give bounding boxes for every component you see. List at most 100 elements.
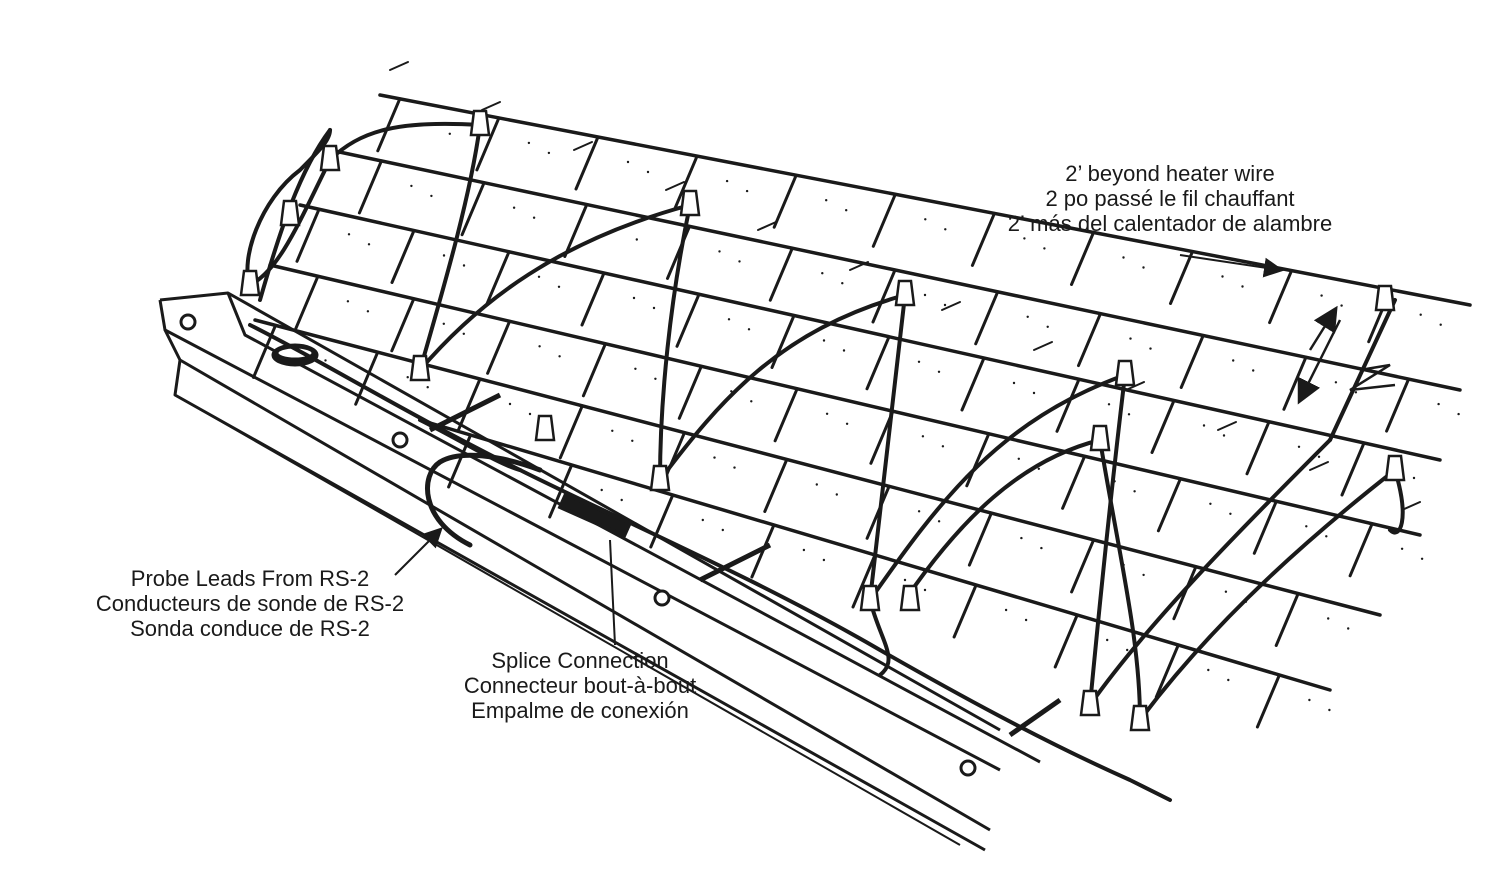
shingle-joint: [1055, 377, 1081, 433]
shingle-joint: [1282, 355, 1308, 411]
shingle-texture-dot: [1457, 412, 1460, 416]
shingle-texture-dot: [634, 367, 637, 370]
shingle-joint: [475, 116, 501, 172]
shingle-texture-dot: [1327, 617, 1330, 620]
shingle-texture-dot: [802, 548, 806, 552]
shingle-texture-dot: [558, 355, 561, 358]
heater-cable: [245, 121, 1405, 802]
cable-clip: [1129, 704, 1151, 732]
gutter-hanger: [428, 392, 502, 433]
shingle-texture-dot: [1207, 668, 1210, 672]
shingle-texture-dot: [430, 194, 433, 198]
shingle-texture-dot: [1142, 266, 1145, 269]
ridge-tick: [1217, 421, 1237, 431]
shingle-texture-dot: [1221, 275, 1224, 278]
shingle-texture-dot: [825, 412, 829, 415]
shingle-texture-dot: [508, 402, 512, 406]
shingle-texture-dot: [1020, 536, 1023, 540]
ridge-tick: [1401, 501, 1421, 511]
shingle-texture-dot: [600, 488, 603, 492]
cable-clip: [1114, 359, 1136, 387]
shingle-texture-dot: [1024, 618, 1028, 622]
shingle-texture-dot: [346, 300, 350, 303]
shingle-texture-dot: [462, 332, 465, 335]
shingle-texture-dot: [632, 296, 636, 300]
cable-clip: [679, 189, 701, 217]
gutter-rivet: [959, 759, 977, 777]
shingle-texture-dot: [1202, 424, 1206, 427]
shingle-texture-dot: [635, 238, 638, 241]
shingle-texture-dot: [654, 377, 657, 380]
shingle-joint: [768, 246, 794, 302]
shingle-texture-dot: [1334, 381, 1338, 384]
shingle-joint: [485, 250, 511, 306]
shingle-joint: [558, 404, 584, 460]
ridge-tick: [389, 61, 409, 71]
shingle-texture-dot: [842, 349, 846, 352]
shingle-texture-dot: [721, 528, 724, 532]
shingle-texture-dot: [557, 285, 561, 288]
shingle-texture-dot: [727, 318, 731, 321]
shingle-joint: [357, 159, 383, 215]
shingle-texture-dot: [1347, 627, 1350, 630]
shingle-course-line: [298, 203, 1442, 462]
cable-clip: [1079, 689, 1101, 717]
shingle-texture-dot: [937, 520, 941, 523]
shingle-joint: [770, 314, 796, 369]
probe-leads-callout: Probe Leads From RS-2 Conducteurs de son…: [40, 566, 460, 641]
shingle-texture-dot: [442, 254, 446, 257]
shingle-joint: [763, 458, 789, 513]
shingle-joint: [1245, 420, 1271, 476]
shingle-joint: [974, 290, 1000, 346]
ridge-tick: [665, 181, 685, 191]
ridge-tick: [481, 101, 501, 111]
shingle-texture-dot: [1305, 525, 1308, 528]
shingle-texture-dot: [611, 429, 614, 432]
callout-line-es: 2’ más del calentador de alambre: [1007, 211, 1333, 236]
gutter-hanger: [698, 542, 772, 583]
cable-clip: [239, 269, 261, 297]
shingle-joint: [1154, 643, 1180, 699]
shingle-joint: [1169, 250, 1194, 305]
shingle-joint: [1268, 269, 1294, 325]
shingle-joint: [580, 271, 606, 327]
shingle-texture-dot: [944, 228, 947, 231]
cable-clip: [1374, 284, 1396, 312]
splice-leader: [609, 539, 616, 646]
shingle-joint: [952, 583, 978, 639]
shingle-joint: [967, 511, 993, 567]
callout-line-en: Probe Leads From RS-2: [130, 566, 370, 591]
callout-line-fr: Conducteurs de sonde de RS-2: [95, 591, 405, 616]
gutter-rivet: [653, 589, 671, 607]
shingle-joint: [1340, 441, 1366, 497]
shingle-texture-dot: [921, 435, 925, 438]
shingle-texture-dot: [725, 179, 729, 183]
shingle-texture-dot: [1340, 304, 1343, 307]
shingle-texture-dot: [917, 360, 921, 363]
callout-line-es: Sonda conduce de RS-2: [130, 616, 370, 641]
shingle-texture-dot: [1043, 247, 1046, 250]
shingle-joint: [581, 342, 607, 398]
shingle-texture-dot: [1127, 413, 1131, 416]
shingle-texture-dot: [1129, 337, 1132, 340]
shingle-texture-dot: [733, 466, 736, 469]
shingle-texture-dot: [527, 141, 531, 145]
shingle-texture-dot: [1106, 638, 1109, 642]
cable-clip: [319, 144, 341, 172]
shingle-joint: [1061, 454, 1087, 510]
shingle-texture-dot: [825, 199, 828, 202]
shingle-joint: [1156, 477, 1182, 533]
shingle-texture-dot: [835, 493, 838, 496]
shingle-texture-dot: [1040, 546, 1043, 550]
shingle-texture-dot: [1224, 590, 1228, 593]
shingle-texture-dot: [1209, 502, 1212, 505]
shingle-texture-dot: [646, 170, 650, 174]
shingle-joint: [1255, 673, 1281, 729]
shingle-texture-dot: [1308, 698, 1311, 702]
cable-clip: [1089, 424, 1111, 452]
shingle-joint: [677, 364, 703, 420]
shingle-texture-dot: [324, 359, 327, 362]
shingle-joint: [574, 135, 600, 191]
callout-line-fr: Connecteur bout-à-bout: [463, 673, 697, 698]
shingle-joint: [1179, 334, 1205, 389]
